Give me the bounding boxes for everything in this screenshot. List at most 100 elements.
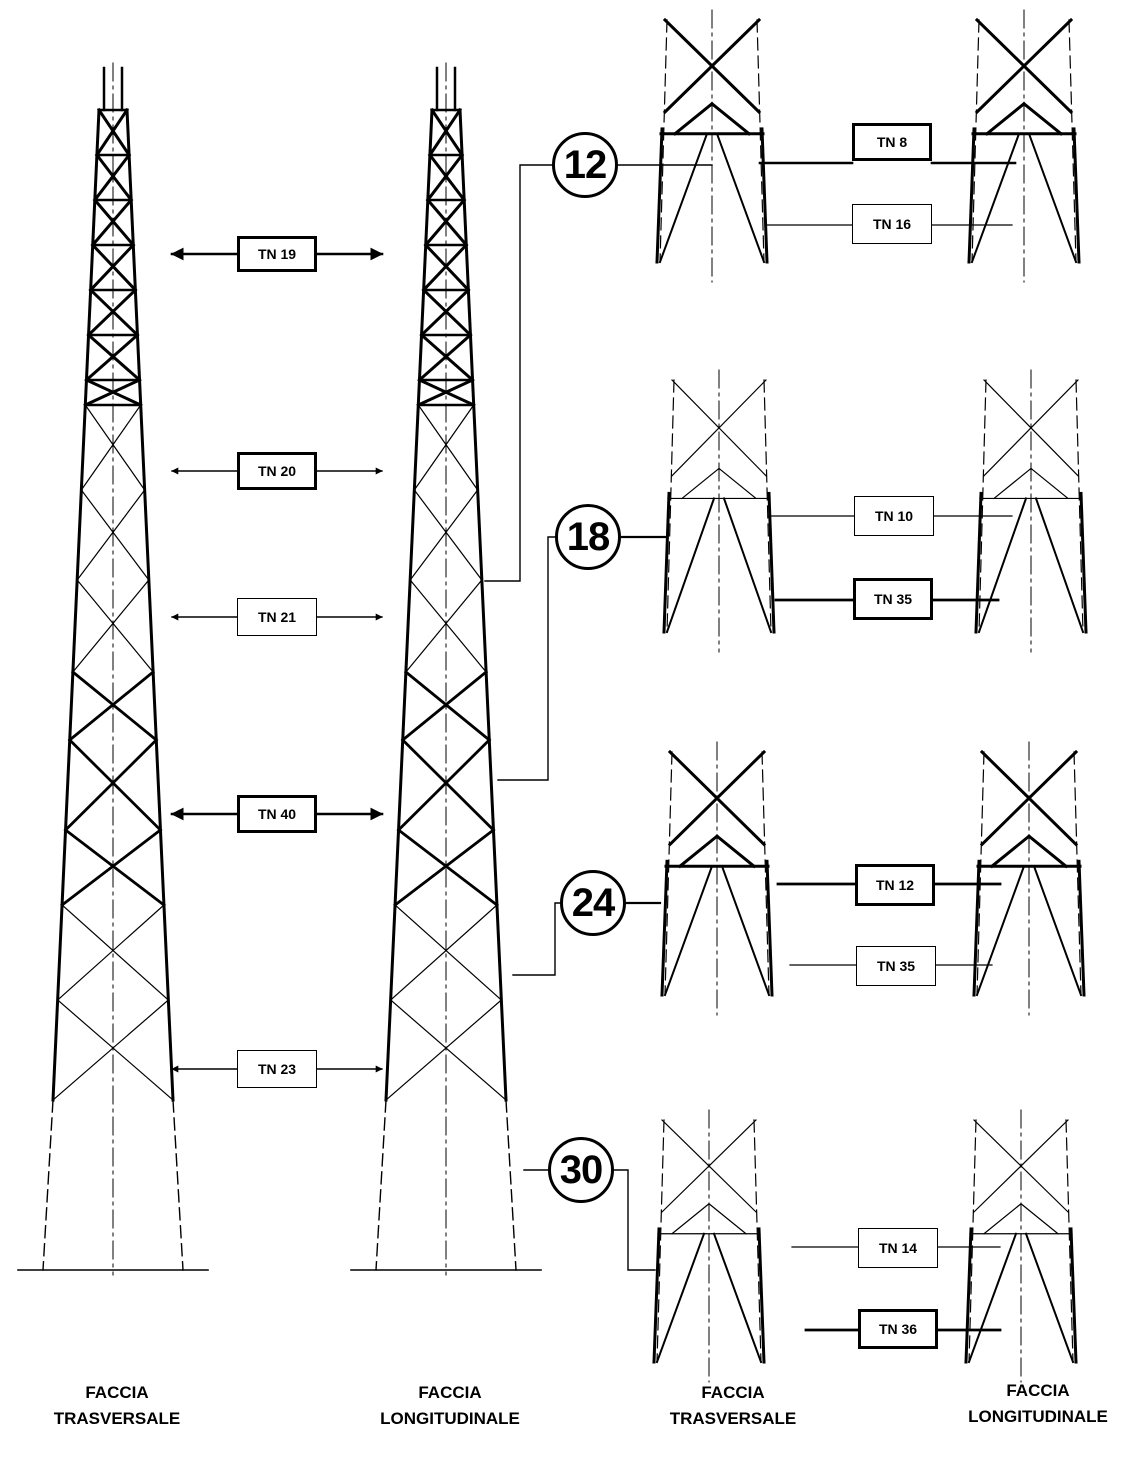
- member-line: [425, 197, 469, 248]
- member-line: [655, 1232, 706, 1364]
- member-line: [979, 749, 1079, 847]
- caption-line: LONGITUDINALE: [380, 1409, 520, 1428]
- member-line: [983, 1202, 1022, 1235]
- member-line: [63, 828, 166, 907]
- member-line: [419, 287, 471, 338]
- member-line: [96, 107, 132, 158]
- member-line: [458, 108, 508, 1102]
- member-line: [86, 287, 138, 338]
- caption-line: FACCIA: [418, 1383, 482, 1402]
- member-line: [665, 497, 716, 634]
- member-line: [661, 1119, 757, 1213]
- caption-detail-longitudinal: FACCIA LONGITUDINALE: [928, 1378, 1148, 1430]
- member-line: [983, 379, 1079, 477]
- member-line: [978, 379, 987, 633]
- member-line: [76, 489, 146, 581]
- member-line: [56, 904, 165, 1001]
- member-line: [1079, 491, 1088, 634]
- section-12-badge: 12: [552, 132, 618, 198]
- member-line: [393, 828, 496, 907]
- member-line: [80, 404, 142, 491]
- member-line: [1032, 864, 1083, 997]
- member-line: [658, 132, 709, 264]
- member-line: [425, 152, 465, 203]
- member-line: [385, 999, 503, 1101]
- label-tn14: TN 14: [858, 1228, 938, 1268]
- member-line: [400, 738, 496, 832]
- member-line: [67, 738, 163, 832]
- member-line: [76, 579, 154, 673]
- member-line: [1020, 1202, 1059, 1235]
- member-line: [1026, 834, 1069, 869]
- caption-line: FACCIA: [1006, 1381, 1070, 1400]
- member-line: [975, 864, 1026, 997]
- member-line: [423, 197, 467, 248]
- member-line: [94, 107, 130, 158]
- member-line: [968, 1119, 977, 1363]
- member-line: [977, 497, 1028, 634]
- member-line: [989, 834, 1032, 869]
- member-line: [375, 1099, 387, 1271]
- member-line: [67, 670, 156, 742]
- member-line: [1068, 19, 1077, 263]
- label-tn40: TN 40: [237, 795, 317, 833]
- member-line: [714, 834, 757, 869]
- member-line: [394, 904, 503, 1001]
- member-line: [417, 404, 479, 491]
- label-tn35-a: TN 35: [853, 578, 933, 620]
- member-line: [70, 670, 159, 742]
- member-line: [976, 751, 985, 996]
- member-line: [1069, 1227, 1078, 1364]
- member-line: [1034, 497, 1085, 634]
- member-line: [722, 497, 773, 634]
- member-line: [656, 1119, 665, 1363]
- member-line: [972, 859, 981, 997]
- member-line: [967, 1232, 1018, 1364]
- member-line: [94, 152, 134, 203]
- connector-line: [613, 1169, 656, 1271]
- member-line: [409, 579, 487, 673]
- member-line: [396, 828, 499, 907]
- label-tn10: TN 10: [854, 496, 934, 536]
- member-line: [1065, 1119, 1074, 1363]
- member-line: [712, 1232, 763, 1364]
- member-line: [681, 467, 720, 500]
- member-line: [125, 108, 175, 1102]
- member-line: [389, 904, 498, 1001]
- member-line: [429, 107, 465, 158]
- member-line: [403, 670, 492, 742]
- member-line: [63, 738, 159, 832]
- label-tn19: TN 19: [237, 236, 317, 272]
- label-tn16: TN 16: [852, 204, 932, 244]
- member-line: [389, 999, 507, 1101]
- member-line: [1072, 127, 1081, 264]
- member-line: [660, 859, 669, 997]
- member-line: [659, 19, 668, 263]
- caption-line: FACCIA: [85, 1383, 149, 1402]
- caption-line: LONGITUDINALE: [968, 1407, 1108, 1426]
- member-line: [396, 738, 492, 832]
- member-line: [427, 107, 463, 158]
- member-line: [760, 127, 769, 264]
- member-line: [84, 404, 146, 491]
- member-line: [671, 1202, 710, 1235]
- member-line: [1077, 859, 1086, 997]
- member-line: [677, 834, 720, 869]
- label-tn23: TN 23: [237, 1050, 317, 1088]
- section-18-badge: 18: [555, 504, 621, 570]
- caption-detail-transverse: FACCIA TRASVERSALE: [623, 1380, 843, 1432]
- member-line: [413, 404, 475, 491]
- label-tn8: TN 8: [852, 123, 932, 161]
- member-line: [51, 108, 101, 1102]
- member-line: [709, 101, 752, 136]
- member-line: [52, 999, 170, 1101]
- member-line: [409, 489, 479, 581]
- member-line: [1027, 132, 1078, 264]
- member-line: [671, 379, 767, 477]
- caption-line: FACCIA: [701, 1383, 765, 1402]
- connector-line: [484, 164, 553, 582]
- member-line: [172, 1099, 184, 1271]
- member-line: [970, 132, 1021, 264]
- member-line: [973, 1119, 1069, 1213]
